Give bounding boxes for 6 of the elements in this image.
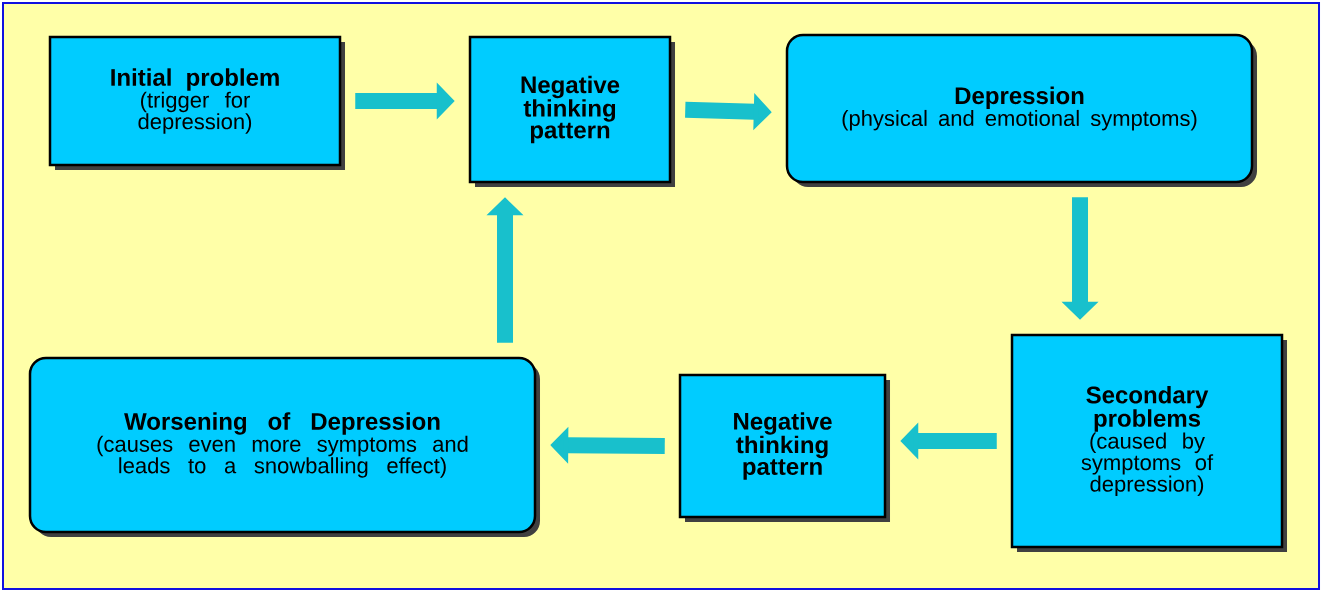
process-box: Secondary problems (caused by symptoms of depression) <box>1010 333 1287 552</box>
process-box: Negative thinking pattern <box>678 373 890 522</box>
process-box: Negative thinking pattern <box>468 35 675 187</box>
process-box: Initial problem (trigger for depression) <box>48 35 345 170</box>
rounded-box: Depression (physical and emotional symptoms) <box>785 33 1257 187</box>
rounded-box: Worsening of Depression (causes even more symptoms and leads to a snowballing effect) <box>28 356 540 537</box>
